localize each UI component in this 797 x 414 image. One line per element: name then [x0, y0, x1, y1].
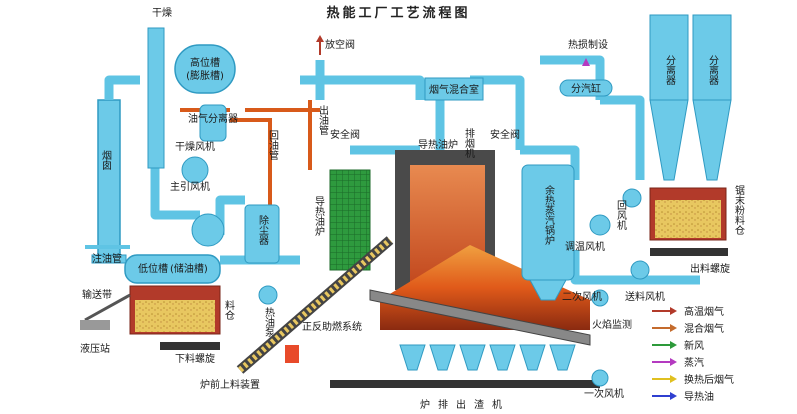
flame-monitor: 火焰监测 — [592, 318, 632, 331]
conveyor-belt-label: 输送带 — [82, 288, 112, 301]
main-fan-label: 主引风机 — [170, 180, 210, 193]
feed-screw-left: 下料螺旋 — [160, 342, 220, 365]
low-tank: 低位槽 (储油槽) — [124, 254, 221, 284]
oil-separator: 油气分离器 — [188, 104, 238, 142]
primary-fan-label: 一次风机 — [584, 387, 624, 400]
discharge-screw-label: 出料螺旋 — [690, 262, 730, 275]
boiler-title-label: 导热油炉 — [418, 138, 458, 151]
legend-item: 蒸汽 — [652, 353, 792, 370]
waste-heat-boiler-label: 余热蒸汽锅炉 — [543, 184, 555, 246]
legend-item: 混合烟气 — [652, 319, 792, 336]
dust-remover-label: 除尘器 — [257, 214, 269, 246]
flue-gas-mixing-room-label: 烟气混合室 — [429, 83, 479, 96]
steam-supply-label: 热损制设 — [568, 38, 608, 51]
flame-monitor-label: 火焰监测 — [592, 318, 632, 331]
feed-bin: 料仓 — [129, 285, 235, 335]
legend-item: 新风 — [652, 336, 792, 353]
tail-gas-exhaust-label: 排烟机 — [463, 127, 475, 159]
legend-label: 换热后烟气 — [684, 375, 734, 386]
separator-1: 分离器 — [649, 14, 689, 181]
hot-oil-pump: 热油泵 — [258, 285, 278, 337]
main-feed-unit: 炉前上料装置 — [200, 236, 394, 391]
oil-inlet-pipe-label: 注油管 — [92, 252, 122, 265]
temp-fan: 调温风机 — [565, 214, 611, 253]
heat-exchanger-coil: 导热油炉 — [313, 169, 371, 271]
legend-item: 换热后烟气 — [652, 370, 792, 387]
dry-steam-column: 干燥 — [147, 7, 172, 169]
legend-label: 混合烟气 — [684, 324, 724, 335]
tail-gas-exhaust: 排烟机 — [463, 127, 475, 159]
air-valve: 放空阀 — [316, 35, 355, 55]
secondary-fan-label: 二次风机 — [562, 290, 602, 303]
low-tank-label: 低位槽 — [138, 262, 168, 275]
steam-cylinder: 分汽缸 热损制设 — [559, 38, 613, 97]
chimney-label: 烟囱 — [100, 149, 112, 170]
expansion-tank-label: (膨胀槽) — [186, 69, 224, 82]
legend-arrow-icon — [652, 374, 678, 384]
hot-oil-pump-label: 热油泵 — [263, 306, 275, 337]
main-feed-unit-label: 炉前上料装置 — [200, 378, 260, 391]
main-fan: 主引风机 — [170, 180, 225, 247]
return-pipe-label: 回油管 — [267, 130, 279, 161]
high-tank: 高位槽 (膨胀槽) — [174, 44, 236, 94]
legend-label: 新风 — [684, 341, 704, 352]
legend-arrow-icon — [652, 340, 678, 350]
legend-label: 蒸汽 — [684, 358, 704, 369]
return-fan-label: 回风机 — [615, 200, 627, 231]
grate-slag-label: 炉排出渣机 — [420, 398, 510, 411]
feed-bin-label: 料仓 — [223, 299, 235, 320]
safety-valve-right: 安全阀 — [490, 128, 520, 141]
waste-heat-boiler: 余热蒸汽锅炉 — [521, 164, 575, 301]
high-tank-label: 高位槽 — [190, 56, 220, 69]
legend-label: 导热油 — [684, 392, 714, 403]
legend-arrow-icon — [652, 357, 678, 367]
furnace-note: 正反助燃系统 — [285, 320, 362, 363]
sawdust-bin-label: 锯末粉料仓 — [733, 185, 745, 235]
primary-fan: 一次风机 — [584, 369, 624, 400]
separator-2-label: 分离器 — [707, 55, 719, 86]
hydraulic-station: 液压站 — [80, 320, 110, 355]
air-valve-label: 放空阀 — [325, 38, 355, 51]
legend-arrow-icon — [652, 391, 678, 401]
steam-cylinder-label: 分汽缸 — [571, 82, 601, 95]
dry-fan-label: 干燥风机 — [175, 140, 215, 153]
conveyor-belt: 输送带 — [82, 288, 131, 322]
hydraulic-station-label: 液压站 — [80, 342, 110, 355]
dust-remover: 除尘器 — [244, 204, 280, 264]
oil-separator-label: 油气分离器 — [188, 112, 238, 125]
legend-label: 高温烟气 — [684, 307, 724, 318]
chimney — [91, 99, 127, 264]
dry-fan: 干燥风机 — [175, 140, 215, 184]
feed-fan: 送料风机 — [625, 260, 665, 303]
sawdust-bin: 锯末粉料仓 — [649, 185, 745, 241]
guide-oil-furnace-label: 导热油炉 — [313, 196, 325, 237]
temp-fan-label: 调温风机 — [565, 240, 605, 253]
separator-2: 分离器 — [692, 14, 732, 181]
legend-arrow-icon — [652, 306, 678, 316]
separator-1-label: 分离器 — [664, 55, 676, 86]
dry-steam-label: 干燥 — [152, 7, 172, 19]
safety-valve2-label: 安全阀 — [490, 128, 520, 141]
safety-valve-label: 安全阀 — [330, 128, 360, 141]
storage-tank-label: (储油槽) — [170, 262, 208, 275]
outlet-pipe-label: 出油管 — [317, 104, 329, 136]
feed-screw-left-label: 下料螺旋 — [175, 352, 215, 365]
flue-gas-mixing-room: 烟气混合室 — [424, 77, 484, 101]
furnace-note-label: 正反助燃系统 — [302, 320, 362, 333]
discharge-screw: 出料螺旋 — [650, 248, 730, 275]
legend-arrow-icon — [652, 323, 678, 333]
oil-inlet-pipe: 注油管 — [85, 245, 130, 265]
safety-valve: 安全阀 — [330, 128, 360, 141]
return-fan: 回风机 — [615, 188, 642, 231]
legend-item: 导热油 — [652, 387, 792, 404]
page-title: 热能工厂工艺流程图 — [326, 6, 471, 21]
legend: 高温烟气混合烟气新风蒸汽换热后烟气导热油 — [652, 302, 792, 404]
feed-fan-label: 送料风机 — [625, 290, 665, 303]
secondary-fan: 二次风机 — [562, 289, 609, 307]
slag-hoppers — [399, 344, 576, 371]
legend-item: 高温烟气 — [652, 302, 792, 319]
grate — [369, 289, 591, 346]
slag-conveyor: 炉排出渣机 — [330, 380, 600, 411]
